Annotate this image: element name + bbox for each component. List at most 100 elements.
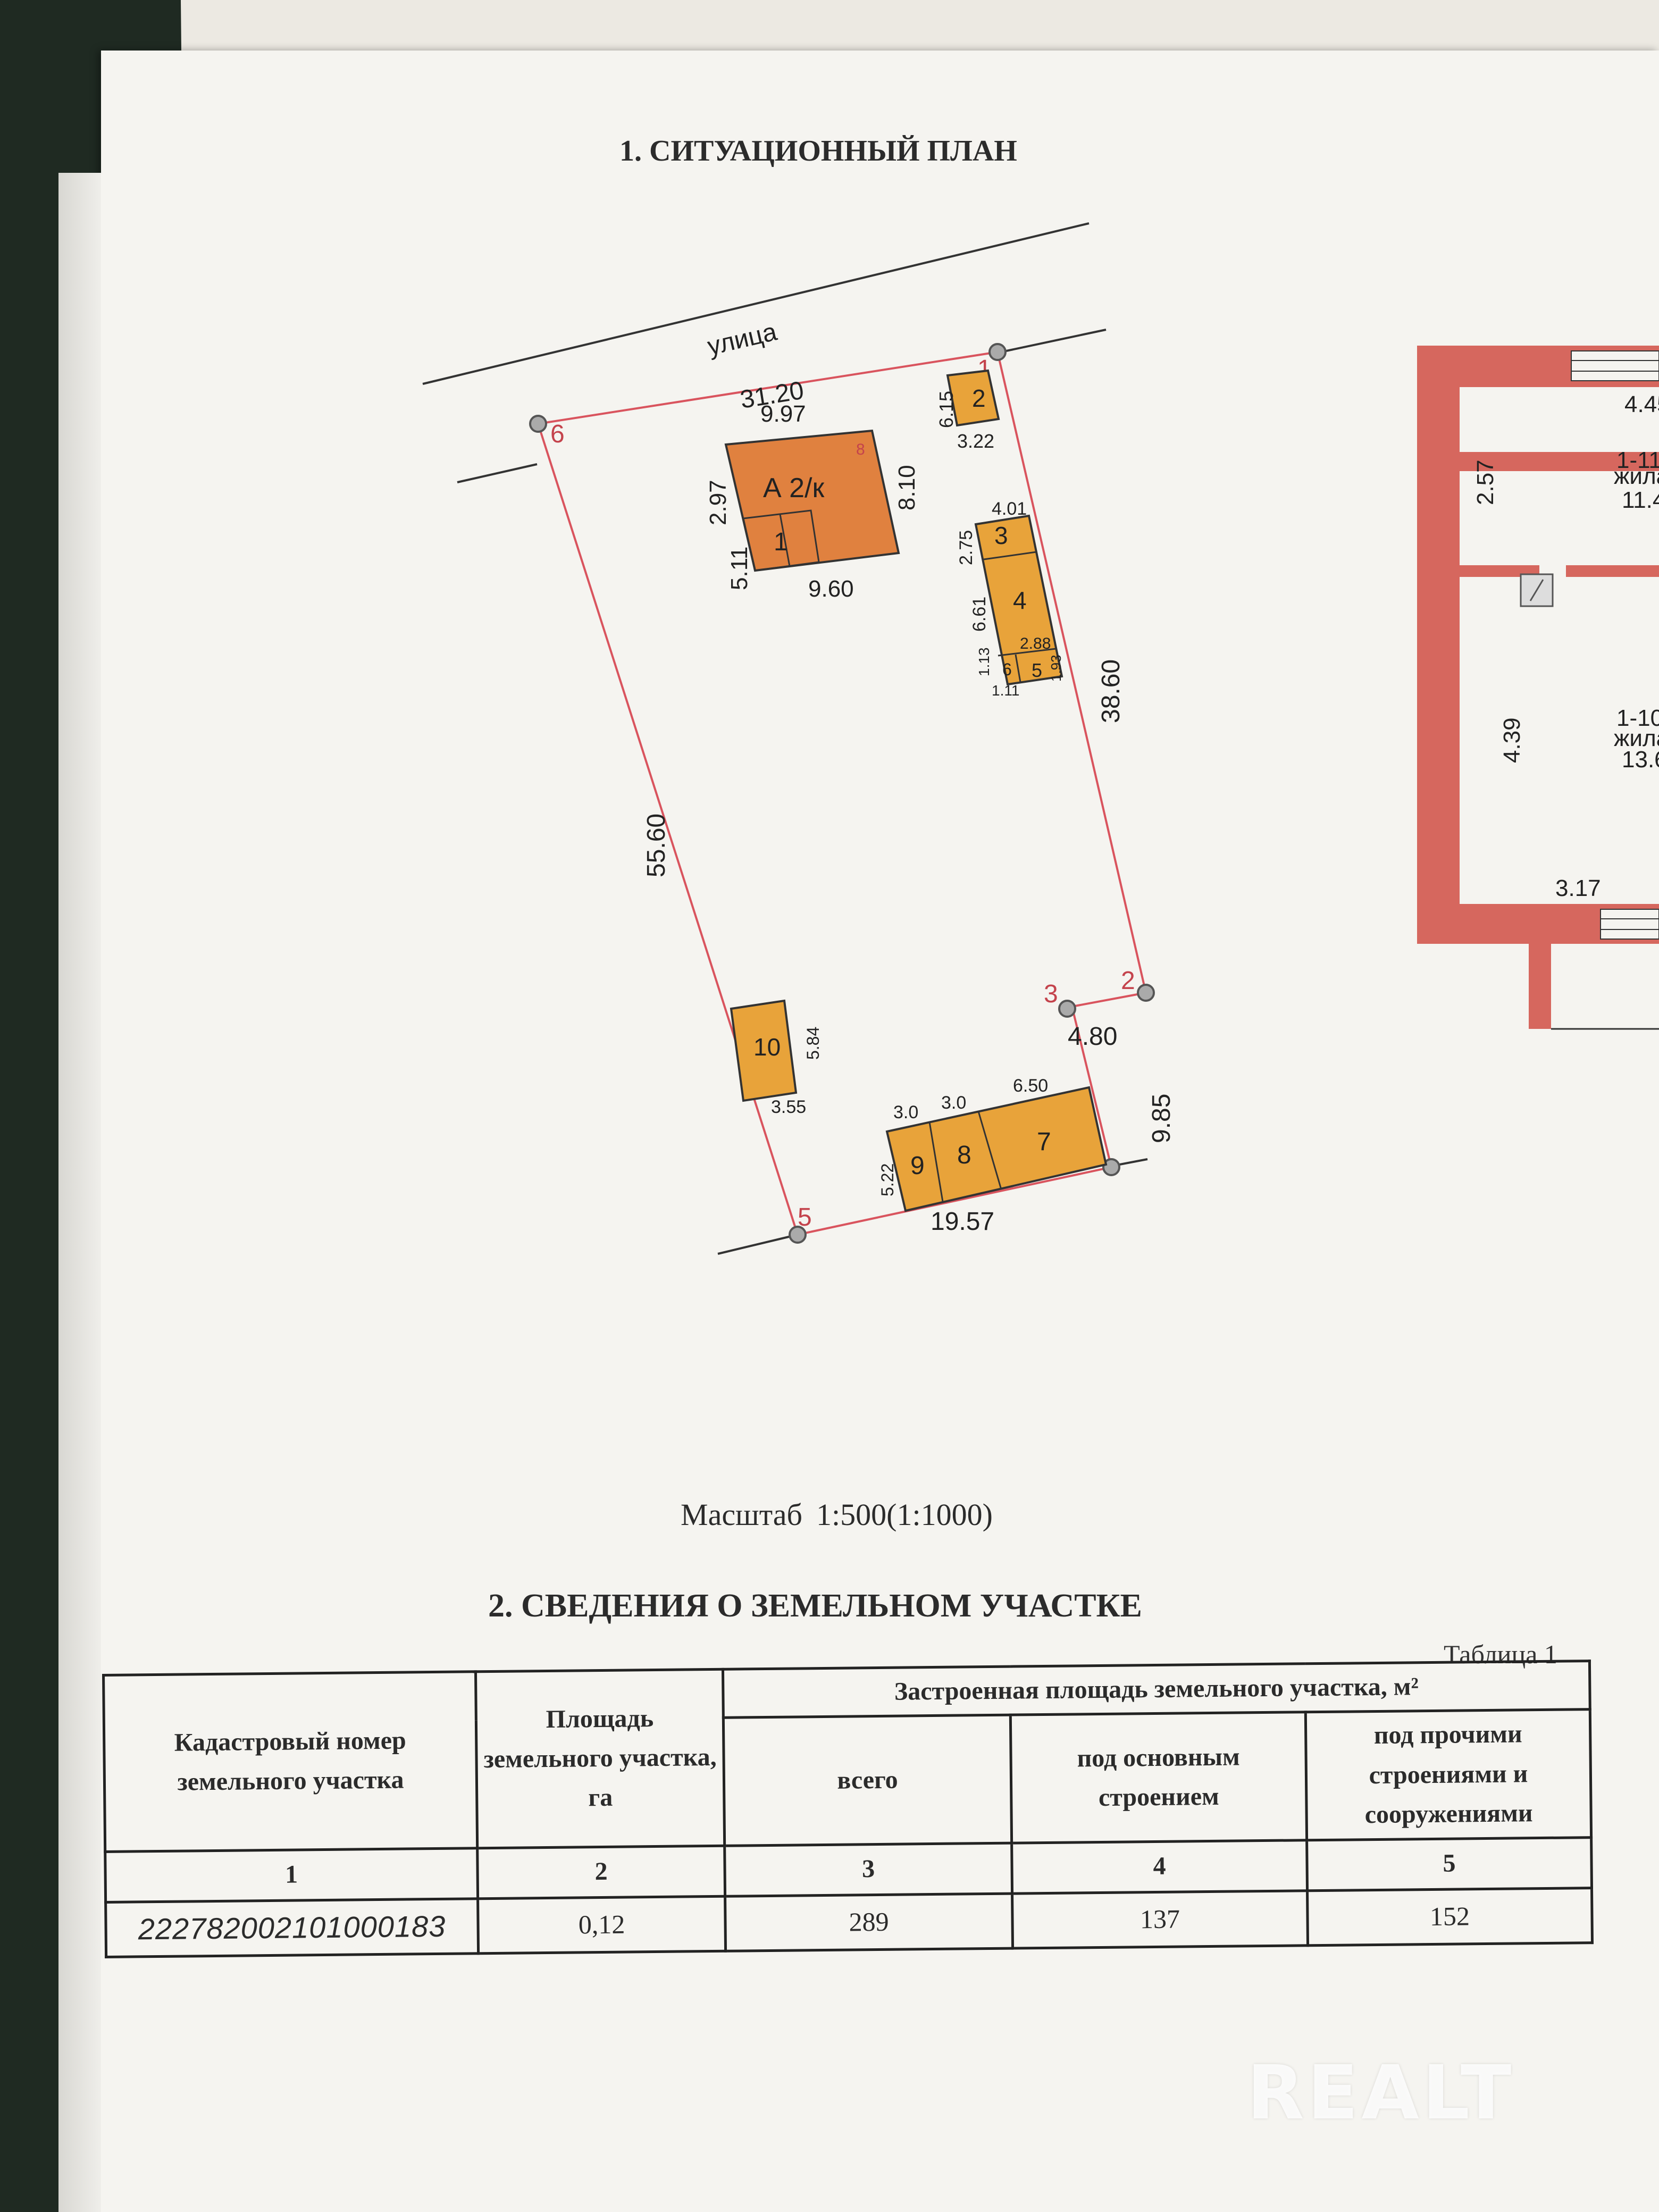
section-2-title: 2. СВЕДЕНИЯ О ЗЕМЕЛЬНОМ УЧАСТКЕ [488,1588,1142,1624]
built-total-value: 289 [725,1893,1013,1951]
plot-area-value: 0,12 [477,1896,726,1954]
building-10-label: 10 [753,1033,781,1061]
building-group-7-9: 9 8 7 3.0 3.0 6.50 5.22 [878,1076,1108,1212]
house-label: А 2/к [763,473,824,504]
house-dim-left-a: 5.11 [726,547,752,590]
room-1-11-area: 11.4 [1622,487,1659,513]
divider-9-8 [928,1121,944,1202]
house-a: А 2/к 1 9.97 8.10 9.60 5.11 2.97 8 [705,401,920,602]
building-10-dim-b: 3.55 [771,1097,806,1117]
corner-marker-2 [1137,984,1155,1002]
building-7-9-outline [885,1086,1108,1212]
document-page [58,51,1659,2212]
building-10-dim-a: 5.84 [803,1027,823,1060]
building-7-label: 7 [1037,1128,1051,1156]
street-label: улица [705,317,780,361]
boundary-length-bottom: 19.57 [931,1208,994,1236]
building-7-dim-a: 6.50 [1013,1076,1048,1096]
header-area: Площадь земельного участка, га [475,1669,725,1848]
building-5-dim-b: 1.93 [1048,655,1064,682]
column-number-5: 5 [1306,1837,1592,1891]
building-6-label: 6 [1002,660,1012,679]
corner-number-2: 2 [1121,967,1135,995]
scale-label: Масштаб [681,1497,803,1532]
column-number-4: 4 [1011,1840,1308,1893]
stove-icon-mark [1529,579,1544,601]
corner-marker-4 [1102,1158,1120,1176]
floorplan-wall-top-stub [1460,452,1659,471]
divider-8-7 [977,1111,1002,1190]
building-4-label: 4 [1013,586,1027,614]
building-5-label: 5 [1032,659,1042,681]
corner-marker-6 [529,415,547,433]
building-3-dim-b: 2.75 [956,530,976,565]
house-part-divider [779,514,791,567]
building-3-label: 3 [994,522,1008,549]
building-2: 2 6.15 3.22 [935,369,1000,452]
built-other-value: 152 [1307,1888,1593,1946]
scale-value: 1:500(1:1000) [816,1497,993,1532]
realt-watermark-logo: REALT [1247,2050,1515,2136]
corner-marker-1 [988,343,1007,361]
window-top [1571,350,1659,381]
building-4-dim-a: 6.61 [969,597,990,632]
street-line-left [457,463,538,483]
building-9-dim-a: 3.0 [893,1102,918,1122]
corner-number-5: 5 [798,1203,812,1231]
building-2-dim-a: 6.15 [935,391,957,428]
street-edge-line [422,222,1090,385]
room-1-10-type: жилая [1614,725,1659,751]
table-caption: Таблица 1 [1444,1639,1557,1669]
building-5-dim-a: 2.88 [1020,635,1051,652]
building-group-3-6: 3 4 5 6 4.01 2.75 6.61 2.88 1.93 1.13 1.… [956,499,1064,699]
house-corner-mark: 8 [856,441,865,458]
building-2-dim-b: 3.22 [957,430,994,452]
situation-plan: 1 2 3 4 5 6 улица 31.20 55.60 38.60 4.80… [422,222,1659,1255]
building-10-outline [730,999,798,1102]
house-dim-left-b: 2.97 [705,480,731,525]
floorplan-dim-top: 4.45 [1624,391,1659,417]
boundary-length-left: 55.60 [642,814,671,877]
header-other: под прочими строениями и сооружениями [1305,1710,1591,1840]
house-part-1-outline [742,509,820,572]
room-1-10-area: 13.6 [1622,747,1659,773]
floorplan-dim-left-lower: 4.39 [1499,717,1525,763]
corner-number-3: 3 [1044,980,1058,1008]
header-main: под основным строением [1010,1712,1307,1843]
building-10: 10 5.84 3.55 [730,999,823,1117]
corner-number-6: 6 [550,420,565,448]
divider-3-4 [983,551,1037,560]
corner-marker-3 [1058,1000,1076,1018]
floorplan-dim-bottom: 3.17 [1555,875,1601,901]
building-6-dim-b: 1.11 [992,682,1019,699]
divider-4-5 [998,648,1057,657]
house-part-1-label: 1 [774,528,788,556]
house-dim-bottom: 9.60 [808,576,854,602]
room-1-11-code: 1-11 [1616,447,1659,473]
street-line-right [998,329,1107,354]
floorplan-interior [1460,387,1659,904]
room-1-11-type: жилая [1614,463,1659,489]
building-8-dim-a: 3.0 [941,1093,966,1113]
building-9-dim-b: 5.22 [878,1163,897,1196]
header-cadastral: Кадастровый номер земельного участка [103,1671,477,1852]
scale-line: Масштаб 1:500(1:1000) [681,1497,993,1532]
column-number-1: 1 [105,1848,478,1903]
window-bottom [1600,909,1659,940]
building-8-label: 8 [957,1141,971,1169]
building-6-dim-a: 1.13 [976,648,992,677]
section-1-title: 1. СИТУАЦИОННЫЙ ПЛАН [619,135,1017,167]
house-dim-top: 9.97 [760,401,806,427]
cadastral-number: 222782002101000183 [105,1898,479,1957]
floorplan-fragment: 4.45 2.57 4.39 3.17 1-11 жилая 11.4 1-10… [1417,346,1659,1030]
building-9-label: 9 [910,1152,925,1180]
header-built-group: Застроенная площадь земельного участка, … [723,1661,1590,1718]
boundary-length-jog-v: 9.85 [1147,1094,1176,1143]
building-2-outline [946,369,1000,427]
building-3-dim-a: 4.01 [992,499,1027,519]
land-plot-table: Кадастровый номер земельного участка Пло… [102,1660,1594,1958]
floorplan-wall-extension [1529,944,1551,1029]
boundary-length-right: 38.60 [1097,659,1125,723]
house-dim-right: 8.10 [894,465,920,510]
header-total: всего [723,1715,1012,1846]
